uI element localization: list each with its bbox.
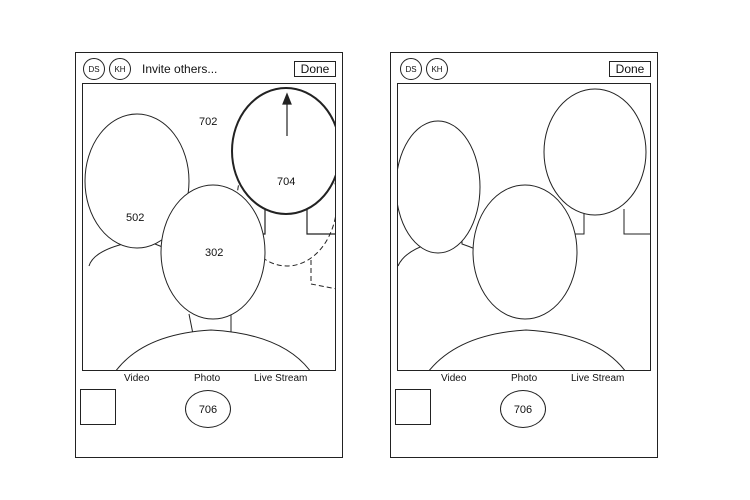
mode-video-tab[interactable]: Video	[441, 373, 467, 384]
mode-video-tab[interactable]: Video	[124, 373, 150, 384]
mode-photo-tab[interactable]: Photo	[194, 373, 221, 384]
right-face-figure	[543, 88, 650, 235]
left-face-figure	[84, 113, 190, 267]
center-face-figure	[429, 184, 626, 370]
center-face-figure	[115, 184, 311, 370]
participant-faces-illustration	[84, 87, 335, 370]
shutter-button[interactable]: 706	[500, 390, 546, 428]
left-phone-screen: DS KH Invite others... Done	[75, 52, 343, 458]
face-label-704: 704	[277, 176, 296, 188]
right-phone-screen: DS KH Done Video Photo Live Stream	[390, 52, 658, 458]
mode-live-stream-tab[interactable]: Live Stream	[571, 373, 625, 384]
face-label-502: 502	[126, 212, 145, 224]
participant-avatar-kh[interactable]: KH	[109, 58, 131, 80]
mode-live-stream-tab[interactable]: Live Stream	[254, 373, 308, 384]
shutter-button[interactable]: 706	[185, 390, 231, 428]
moved-face-figure	[231, 87, 335, 235]
gallery-thumbnail[interactable]	[395, 389, 431, 425]
invite-others-link[interactable]: Invite others...	[142, 62, 218, 76]
left-face-figure	[398, 120, 495, 267]
participant-faces-illustration	[398, 88, 650, 370]
gallery-thumbnail[interactable]	[80, 389, 116, 425]
done-button[interactable]: Done	[609, 61, 651, 77]
participant-avatar-ds[interactable]: DS	[400, 58, 422, 80]
mode-photo-tab[interactable]: Photo	[511, 373, 538, 384]
face-label-302: 302	[205, 247, 224, 259]
done-button[interactable]: Done	[294, 61, 336, 77]
camera-viewfinder	[397, 83, 651, 371]
camera-viewfinder: 702 704 502 302	[82, 83, 336, 371]
participant-avatar-ds[interactable]: DS	[83, 58, 105, 80]
region-label-702: 702	[199, 116, 218, 128]
participant-avatar-kh[interactable]: KH	[426, 58, 448, 80]
